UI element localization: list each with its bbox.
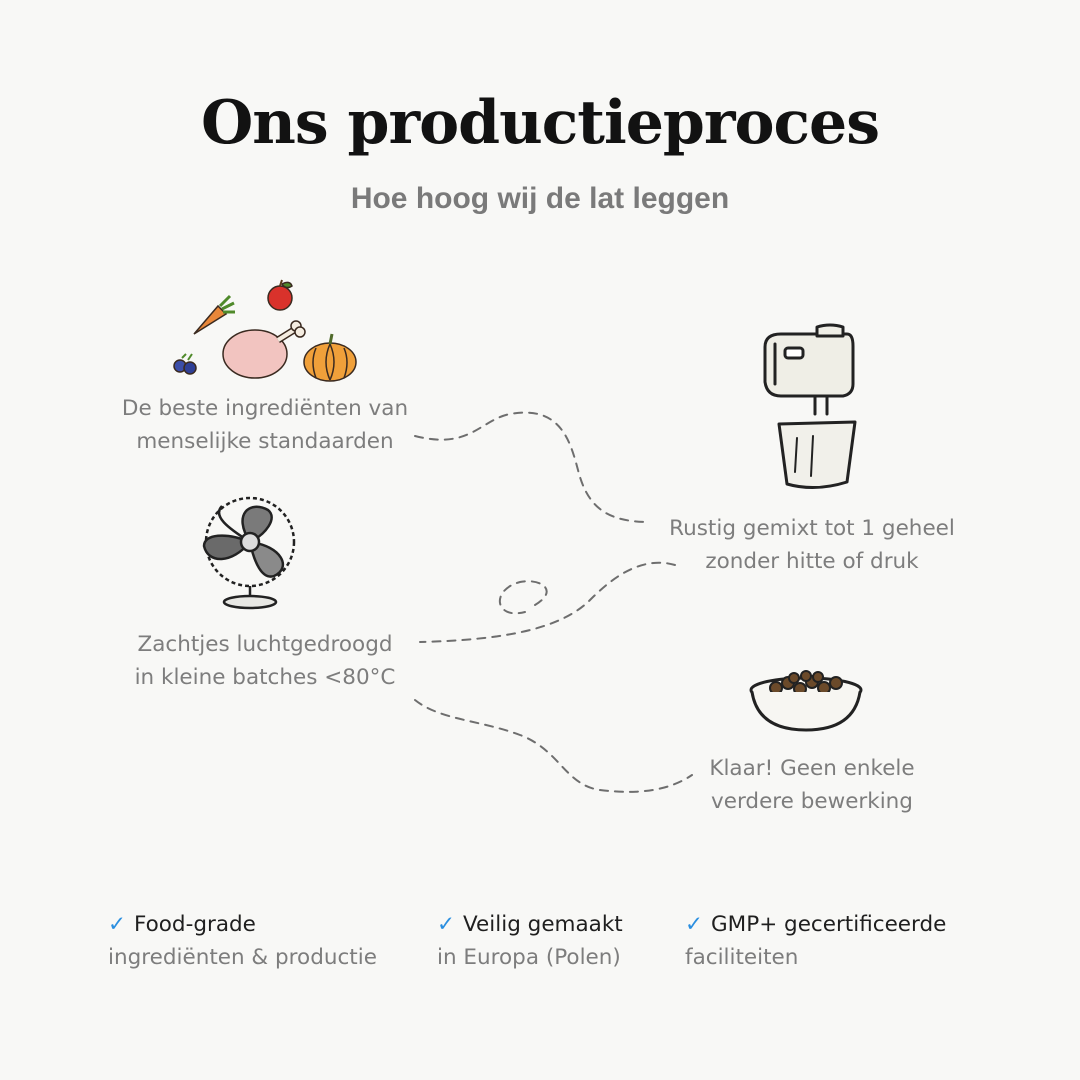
ingredients-icon [173,279,357,382]
step-drying-text: Zachtjes luchtgedroogd in kleine batches… [95,628,435,694]
checkmark-icon: ✓ [437,912,456,937]
badge-made-in-europe: ✓ Veilig gemaakt in Europa (Polen) [437,908,623,974]
step-ready-text: Klaar! Geen enkele verdere bewerking [672,752,952,818]
step-mixing-text: Rustig gemixt tot 1 geheel zonder hitte … [652,512,972,578]
fan-icon [202,496,296,610]
badge-subtitle: faciliteiten [685,945,799,970]
badge-title: Food-grade [134,912,256,937]
badge-food-grade: ✓ Food-grade ingrediënten & productie [108,908,377,974]
badge-title: GMP+ gecertificeerde [711,912,947,937]
checkmark-icon: ✓ [685,912,704,937]
connector-step2-step3 [419,561,676,643]
page-title: Ons productieproces [200,88,880,158]
step-line: Zachtjes luchtgedroogd [137,632,393,657]
page-subtitle: Hoe hoog wij de lat leggen [350,182,730,215]
badge-gmp-certified: ✓ GMP+ gecertificeerde faciliteiten [685,908,946,974]
badge-subtitle: in Europa (Polen) [437,945,621,970]
connector-step3-step4 [414,699,693,793]
step-line: menselijke standaarden [136,429,394,454]
step-line: Rustig gemixt tot 1 geheel [669,516,955,541]
connector-step1-step2 [414,411,651,523]
badge-subtitle: ingrediënten & productie [108,945,377,970]
food-bowl-icon [749,670,863,732]
mixer-icon [763,323,857,489]
badge-title: Veilig gemaakt [463,912,623,937]
step-line: De beste ingrediënten van [121,396,409,421]
step-line: zonder hitte of druk [705,549,919,574]
step-line: verdere bewerking [711,789,913,814]
step-ingredients-text: De beste ingrediënten van menselijke sta… [95,392,435,458]
step-line: in kleine batches <80°C [134,665,396,690]
checkmark-icon: ✓ [108,912,127,937]
step-line: Klaar! Geen enkele [709,756,915,781]
